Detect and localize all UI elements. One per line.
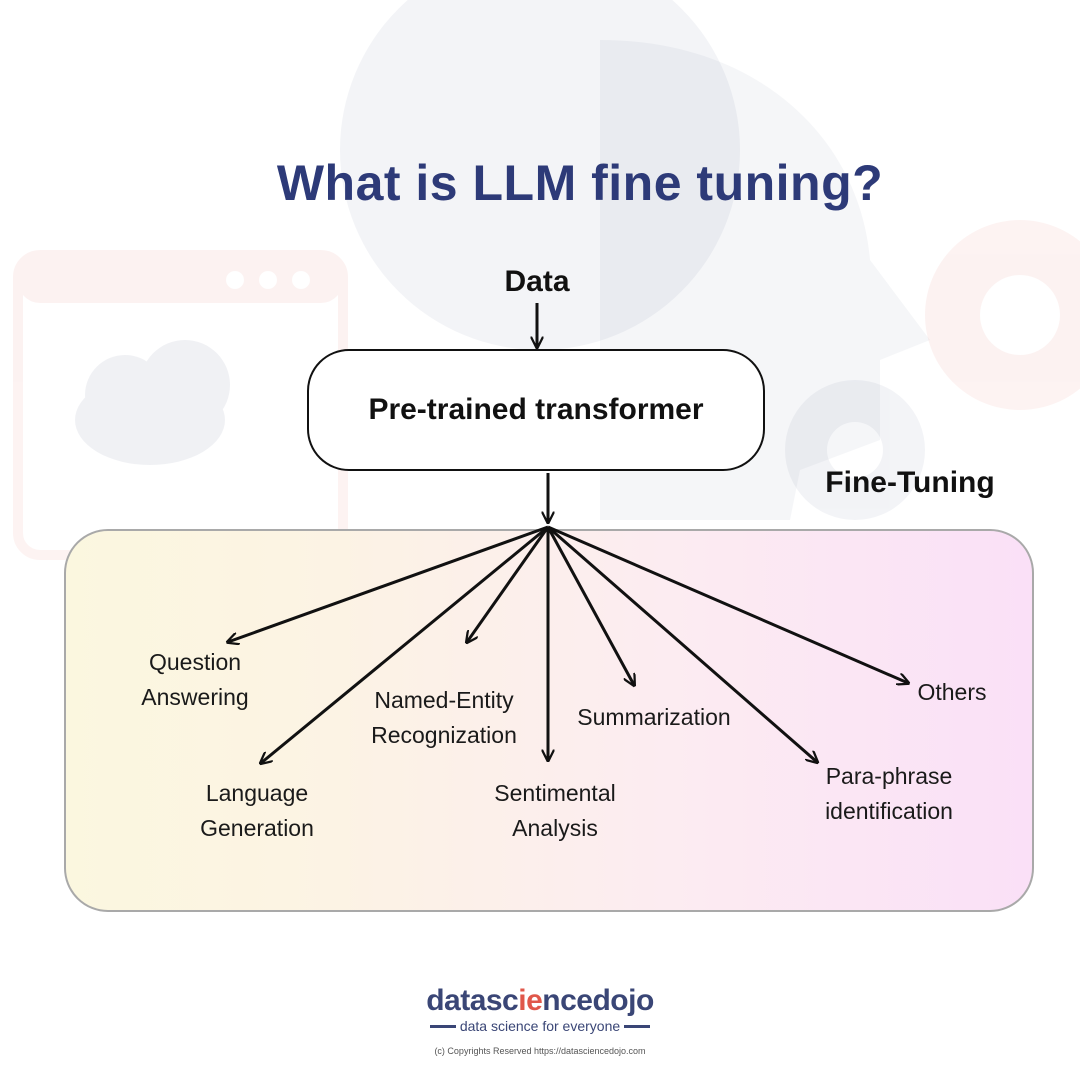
logo-text: ncedojo	[542, 984, 654, 1017]
task-line: Others	[917, 679, 987, 705]
task-line: Generation	[200, 815, 314, 841]
arrow-summarization	[546, 526, 634, 685]
arrow-others	[547, 525, 908, 683]
copyright-notice: (c) Copyrights Reserved https://datascie…	[434, 1046, 646, 1056]
page-title: What is LLM fine tuning?	[276, 155, 884, 211]
task-others: Others	[842, 675, 1062, 710]
fine-tuning-label: Fine-Tuning	[825, 466, 995, 499]
arrow-language-generation	[261, 525, 549, 763]
brand-logo: datasciencedojo	[0, 984, 1080, 1018]
task-language-generation: Language Generation	[147, 776, 367, 846]
brand-tagline: data science for everyone	[459, 1018, 621, 1034]
task-line: Language	[205, 780, 309, 806]
task-question-answering: Question Answering	[85, 645, 305, 715]
logo-text: data	[426, 984, 486, 1017]
cloud-icon	[75, 340, 230, 465]
data-input-label: Data	[504, 265, 570, 298]
small-gear-icon	[785, 380, 925, 520]
task-line: Question	[148, 649, 242, 675]
tagline-divider	[430, 1024, 456, 1028]
arrow-named-entity-recognition	[467, 526, 550, 642]
task-summarization: Summarization	[544, 700, 764, 735]
pretrained-transformer-label: Pre-trained transformer	[368, 393, 704, 426]
task-line: Answering	[141, 684, 249, 710]
arrow-paraphrase-identification	[547, 525, 817, 762]
pretrained-transformer-node: Pre-trained transformer	[307, 349, 765, 471]
tagline-divider	[623, 1024, 650, 1028]
task-line: Analysis	[512, 815, 598, 841]
gear-icon	[925, 220, 1080, 410]
task-line: identification	[825, 798, 953, 824]
logo-accent-text: ie	[518, 984, 543, 1017]
task-sentimental-analysis: Sentimental Analysis	[445, 776, 665, 846]
arrow-question-answering	[228, 525, 549, 642]
logo-text: sc	[485, 984, 519, 1017]
task-line: Summarization	[577, 704, 731, 730]
brand-tagline-row: data science for everyone	[430, 1018, 650, 1034]
task-line: Sentimental	[494, 780, 616, 806]
task-line: Named-Entity	[374, 687, 514, 713]
task-line: Para-phrase	[825, 763, 953, 789]
task-line: Recognization	[371, 722, 517, 748]
task-named-entity-recognition: Named-Entity Recognization	[334, 683, 554, 753]
task-paraphrase-identification: Para-phrase identification	[779, 759, 999, 829]
lightbulb-brain-icon	[340, 0, 740, 350]
